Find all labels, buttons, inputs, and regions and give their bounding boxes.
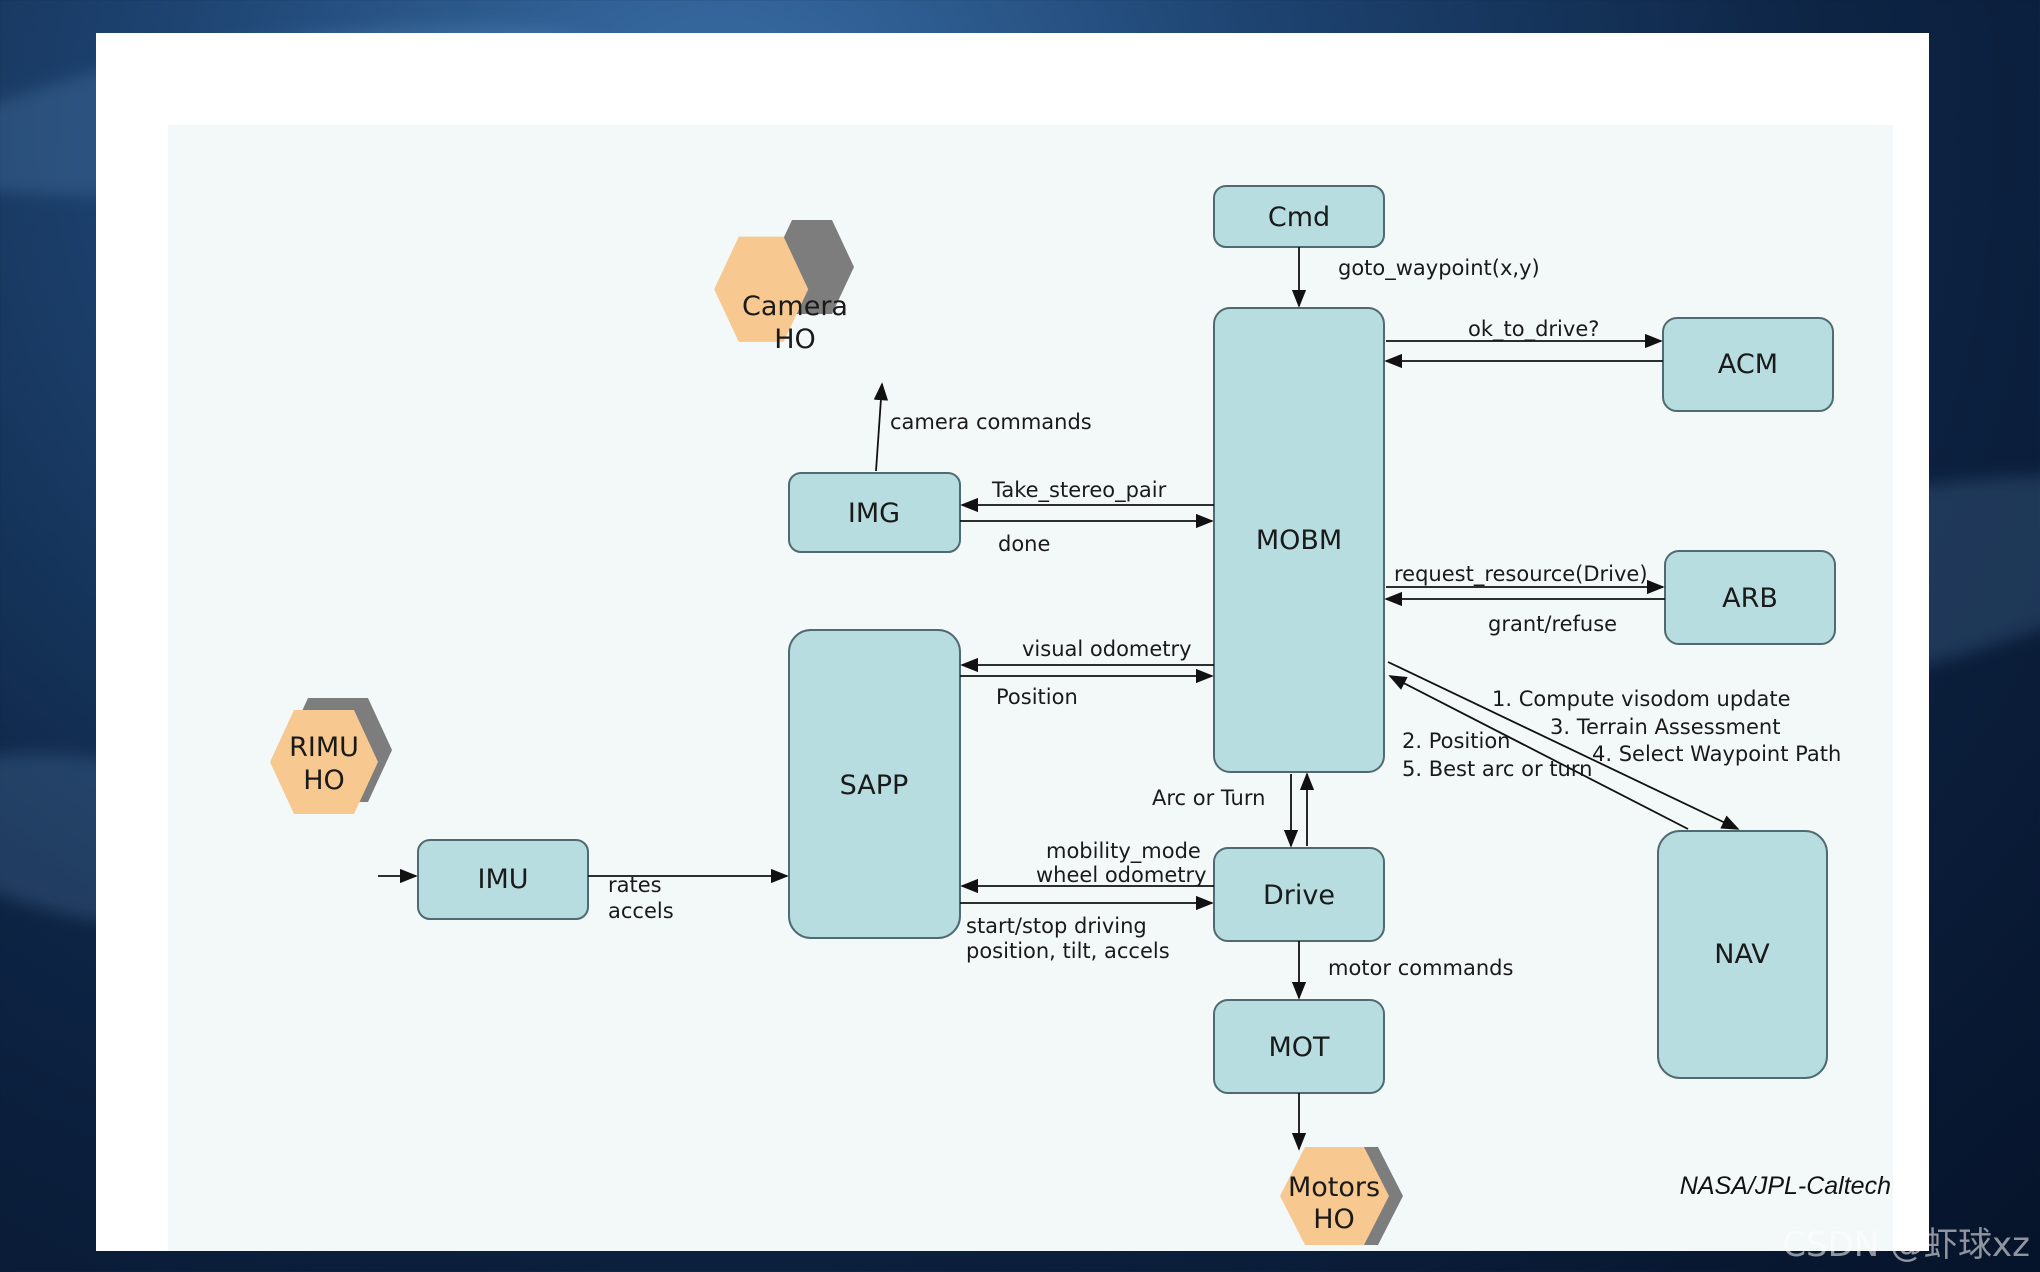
camera-ho-line1: Camera	[742, 291, 848, 322]
acm-node	[1662, 317, 1834, 412]
mobm-node	[1213, 307, 1385, 773]
nav-label: NAV	[1714, 939, 1770, 970]
label-accels: accels	[608, 899, 674, 923]
watermark: CSDN @虾球xz	[1782, 1225, 2030, 1265]
camera-ho-line2: HO	[774, 324, 816, 355]
label-rates: rates	[608, 873, 662, 897]
camera-ho-node: Camera HO	[714, 220, 854, 355]
arb-node	[1664, 550, 1836, 645]
arrow-mobm-to-nav	[1387, 661, 1740, 830]
label-done: done	[998, 532, 1050, 556]
sapp-node	[788, 629, 961, 939]
img-node	[788, 472, 961, 553]
label-nav-step-1: 1. Compute visodom update	[1492, 687, 1791, 711]
label-wheel-odometry: wheel odometry	[1036, 863, 1207, 887]
diagram-canvas: Camera HO RIMU HO Motors HO	[270, 185, 1841, 1245]
rimu-ho-line1: RIMU	[289, 732, 359, 763]
motors-ho-line2: HO	[1313, 1204, 1355, 1235]
img-label: IMG	[848, 498, 900, 529]
cmd-label: Cmd	[1268, 202, 1330, 233]
drive-label: Drive	[1263, 880, 1335, 911]
mot-label: MOT	[1268, 1032, 1330, 1063]
label-position: Position	[996, 685, 1078, 709]
label-goto-waypoint: goto_waypoint(x,y)	[1338, 256, 1540, 281]
motors-ho-node: Motors HO	[1280, 1147, 1403, 1245]
sapp-label: SAPP	[840, 770, 909, 801]
label-nav-step-3: 3. Terrain Assessment	[1550, 715, 1780, 739]
label-motor-commands: motor commands	[1328, 956, 1513, 980]
nav-node	[1657, 830, 1828, 1079]
arrow-nav-to-mobm	[1388, 675, 1689, 830]
image-credit: NASA/JPL-Caltech	[1679, 1172, 1891, 1200]
label-nav-step-2: 2. Position	[1402, 729, 1510, 753]
acm-label: ACM	[1718, 349, 1778, 380]
label-camera-commands: camera commands	[890, 410, 1092, 434]
mobm-label: MOBM	[1256, 525, 1342, 556]
label-mobility-mode: mobility_mode	[1046, 839, 1201, 864]
motors-ho-line1: Motors	[1288, 1172, 1380, 1203]
rimu-ho-node: RIMU HO	[270, 698, 392, 814]
slide: Camera HO RIMU HO Motors HO	[96, 33, 1929, 1251]
label-request-resource: request_resource(Drive)	[1394, 562, 1648, 587]
imu-label: IMU	[477, 864, 528, 895]
rimu-ho-line2: HO	[303, 765, 345, 796]
software-architecture-diagram: Camera HO RIMU HO Motors HO	[168, 125, 1893, 1251]
label-take-stereo-pair: Take_stereo_pair	[991, 478, 1167, 503]
arrow-img-to-camera	[873, 382, 889, 472]
label-visual-odometry: visual odometry	[1022, 637, 1192, 661]
label-ok-to-drive: ok_to_drive?	[1468, 317, 1599, 342]
label-start-stop-driving: start/stop driving	[966, 914, 1147, 938]
label-arc-or-turn: Arc or Turn	[1152, 786, 1265, 810]
label-grant-refuse: grant/refuse	[1488, 612, 1617, 636]
label-nav-step-4: 4. Select Waypoint Path	[1592, 742, 1841, 766]
label-position-tilt-accels: position, tilt, accels	[966, 939, 1170, 963]
arb-label: ARB	[1722, 583, 1778, 614]
imu-node	[417, 839, 589, 920]
label-nav-step-5: 5. Best arc or turn	[1402, 757, 1592, 781]
